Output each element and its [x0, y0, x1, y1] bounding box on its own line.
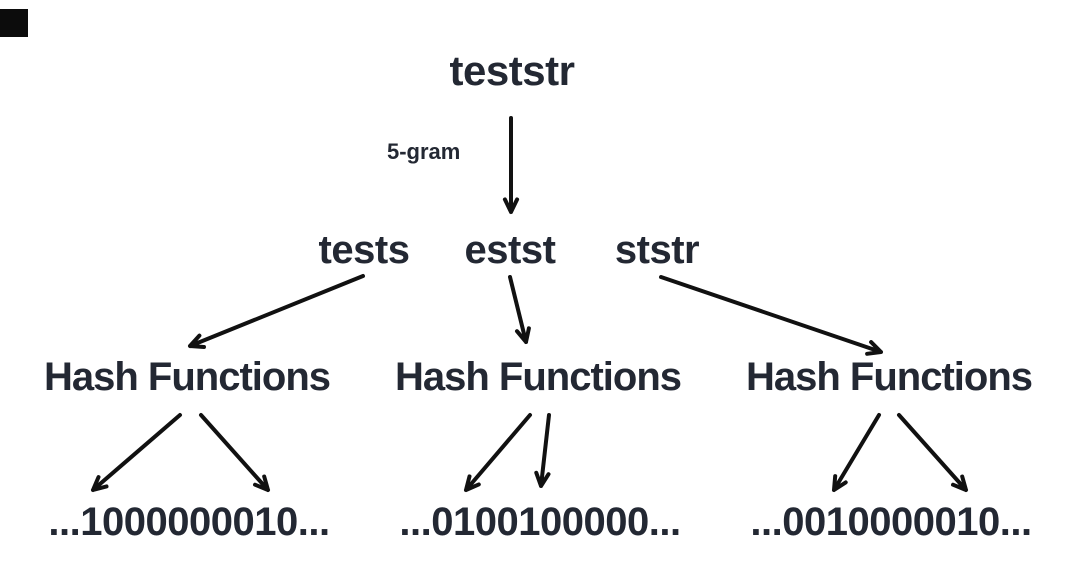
- arrow-hash2-to-bits-left: [464, 413, 532, 492]
- node-hash-functions-1: Hash Functions: [43, 355, 331, 399]
- node-ngram-tests: tests: [318, 228, 410, 272]
- node-bit-array-2: ...0100100000...: [399, 500, 681, 544]
- arrow-hash3-to-bits-right: [897, 413, 968, 492]
- arrow-teststr-to-ngrams: [502, 116, 520, 214]
- arrow-ststr-to-hash3: [659, 275, 883, 356]
- edge-label-5gram: 5-gram: [387, 139, 461, 164]
- node-ngram-ststr: ststr: [614, 228, 700, 272]
- arrow-hash1-to-bits-left: [91, 413, 182, 492]
- arrow-hash1-to-bits-right: [199, 413, 270, 492]
- arrow-tests-to-hash1: [188, 274, 365, 349]
- arrow-estst-to-hash2: [508, 275, 531, 344]
- node-ngram-estst: estst: [464, 228, 556, 272]
- node-hash-functions-2: Hash Functions: [394, 355, 682, 399]
- node-hash-functions-3: Hash Functions: [745, 355, 1033, 399]
- node-bit-array-1: ...1000000010...: [48, 500, 330, 544]
- arrow-hash2-to-bits-right: [534, 413, 551, 488]
- corner-marker: [0, 9, 28, 37]
- arrow-hash3-to-bits-left: [832, 413, 881, 492]
- node-bit-array-3: ...0010000010...: [750, 500, 1032, 544]
- node-teststr: teststr: [449, 47, 575, 94]
